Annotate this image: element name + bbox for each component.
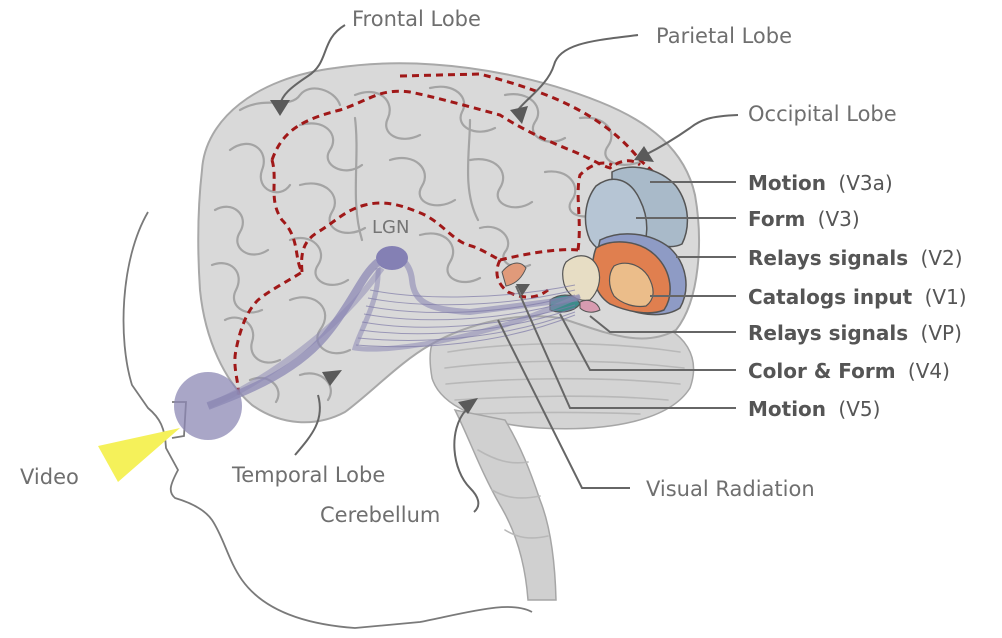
cerebellum-shape — [430, 311, 693, 600]
v3a-area: (V3a) — [838, 171, 892, 195]
v3-function: Form — [748, 207, 805, 231]
v1-area: (V1) — [925, 285, 967, 309]
label-lgn: LGN — [372, 217, 409, 238]
eye — [174, 372, 242, 440]
v4-function: Color & Form — [748, 359, 896, 383]
v2-area: (V2) — [921, 246, 963, 270]
label-relays-vp: Relays signals (VP) — [748, 321, 962, 345]
label-temporal-lobe: Temporal Lobe — [231, 463, 385, 487]
v3a-function: Motion — [748, 171, 826, 195]
label-video: Video — [20, 465, 79, 489]
label-occipital-lobe: Occipital Lobe — [748, 102, 897, 126]
v4-area: (V4) — [908, 359, 950, 383]
v5-function: Motion — [748, 397, 826, 421]
v3-area: (V3) — [818, 207, 860, 231]
label-form-v3: Form (V3) — [748, 207, 860, 231]
video-beam — [98, 428, 180, 482]
label-color-form-v4: Color & Form (V4) — [748, 359, 950, 383]
v1-function: Catalogs input — [748, 285, 913, 309]
vp-function: Relays signals — [748, 321, 908, 345]
label-motion-v3a: Motion (V3a) — [748, 171, 893, 195]
lgn-nucleus — [376, 246, 408, 270]
label-cerebellum: Cerebellum — [320, 503, 440, 527]
label-visual-radiation: Visual Radiation — [646, 477, 815, 501]
label-parietal-lobe: Parietal Lobe — [656, 24, 792, 48]
v5-area: (V5) — [838, 397, 880, 421]
label-relays-v2: Relays signals (V2) — [748, 246, 963, 270]
v2-function: Relays signals — [748, 246, 908, 270]
label-motion-v5: Motion (V5) — [748, 397, 880, 421]
label-frontal-lobe: Frontal Lobe — [352, 7, 481, 31]
label-catalogs-v1: Catalogs input (V1) — [748, 285, 967, 309]
vp-area: (VP) — [921, 321, 962, 345]
